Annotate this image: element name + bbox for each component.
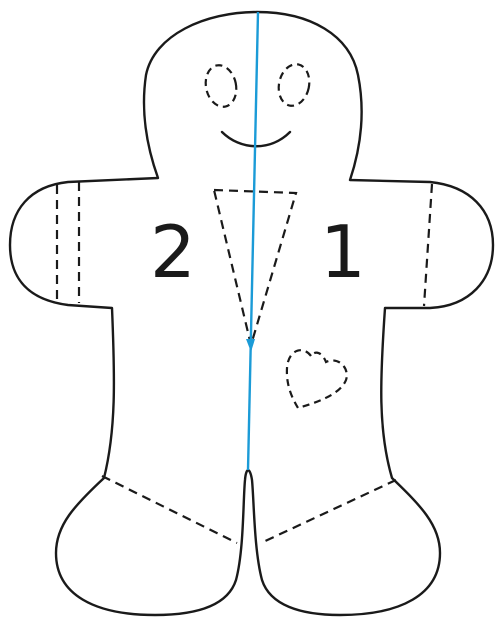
piece-label-left: 2 xyxy=(150,210,196,294)
piece-label-right: 1 xyxy=(320,210,366,294)
